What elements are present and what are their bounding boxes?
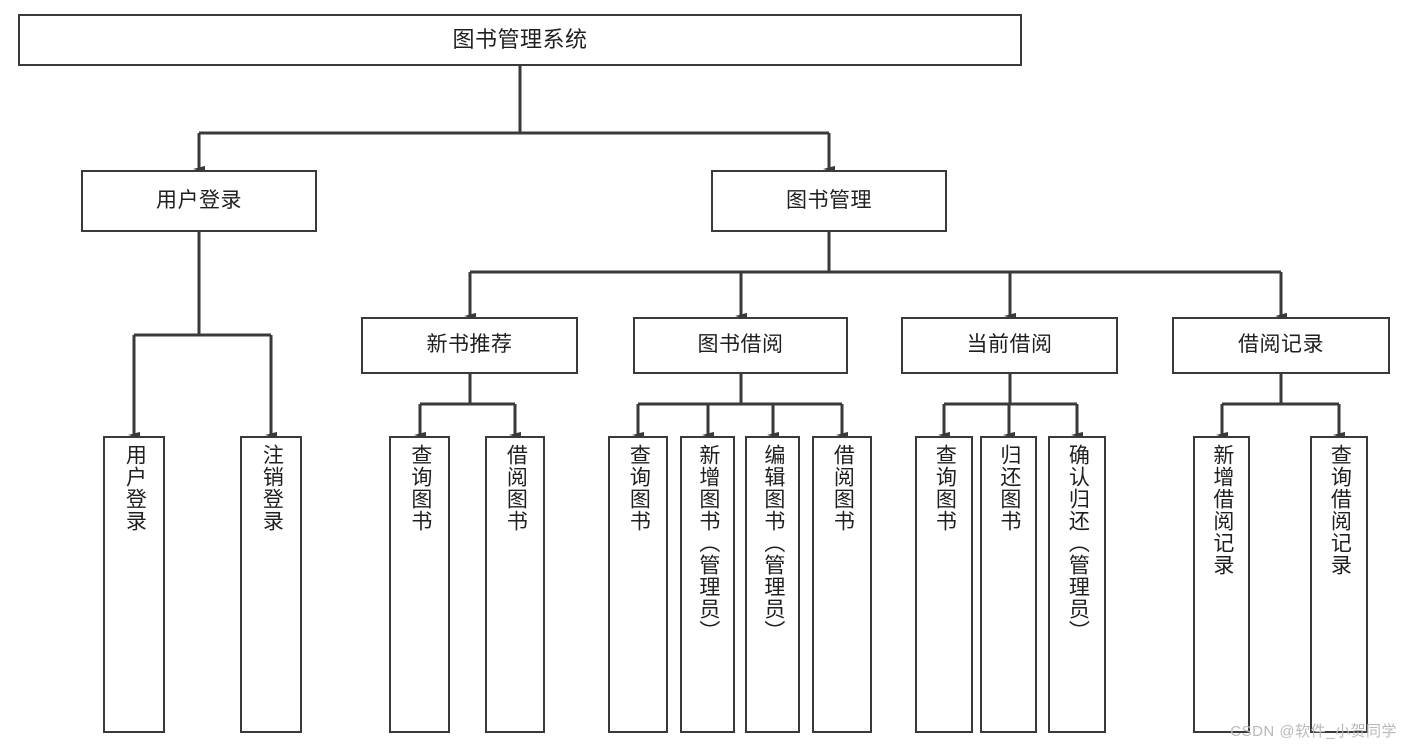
node-label: 图书管理系统 bbox=[452, 27, 588, 53]
node-leaf-query3[interactable]: 查询图书 bbox=[915, 436, 973, 733]
node-label: 查询图书 bbox=[627, 444, 651, 532]
node-label: 注销登录 bbox=[260, 444, 284, 532]
node-leaf-add[interactable]: 新增图书（管理员） bbox=[680, 436, 735, 733]
node-leaf-query2[interactable]: 查询图书 bbox=[608, 436, 668, 733]
node-label: 确认归还（管理员） bbox=[1066, 444, 1090, 642]
node-label: 借阅图书 bbox=[504, 444, 528, 532]
node-leaf-addrec[interactable]: 新增借阅记录 bbox=[1193, 436, 1250, 733]
node-label: 图书管理 bbox=[786, 188, 872, 212]
node-leaf-query1[interactable]: 查询图书 bbox=[389, 436, 450, 733]
node-leaf-edit[interactable]: 编辑图书（管理员） bbox=[745, 436, 800, 733]
node-leaf-logout[interactable]: 注销登录 bbox=[240, 436, 302, 733]
node-leaf-return[interactable]: 归还图书 bbox=[980, 436, 1037, 733]
node-current[interactable]: 当前借阅 bbox=[901, 317, 1118, 374]
node-newbook[interactable]: 新书推荐 bbox=[361, 317, 578, 374]
node-label: 新增借阅记录 bbox=[1210, 444, 1234, 576]
node-label: 借阅记录 bbox=[1238, 333, 1324, 357]
node-login[interactable]: 用户登录 bbox=[81, 170, 317, 232]
node-label: 当前借阅 bbox=[966, 333, 1053, 357]
node-label: 归还图书 bbox=[997, 444, 1021, 532]
node-label: 借阅图书 bbox=[831, 444, 855, 532]
node-label: 新增图书（管理员） bbox=[696, 444, 720, 642]
node-label: 用户登录 bbox=[123, 444, 147, 532]
node-label: 查询图书 bbox=[408, 444, 432, 532]
node-borrow[interactable]: 图书借阅 bbox=[633, 317, 848, 374]
node-leaf-queryrec[interactable]: 查询借阅记录 bbox=[1310, 436, 1368, 733]
node-root[interactable]: 图书管理系统 bbox=[18, 14, 1022, 66]
node-bookmgmt[interactable]: 图书管理 bbox=[711, 170, 947, 232]
node-label: 图书借阅 bbox=[697, 333, 784, 357]
node-leaf-confirm[interactable]: 确认归还（管理员） bbox=[1048, 436, 1106, 733]
node-leaf-borrow1[interactable]: 借阅图书 bbox=[485, 436, 545, 733]
watermark-text: CSDN @软件_小贺同学 bbox=[1230, 723, 1397, 740]
node-leaf-borrow2[interactable]: 借阅图书 bbox=[812, 436, 872, 733]
node-label: 查询借阅记录 bbox=[1328, 444, 1352, 576]
node-label: 编辑图书（管理员） bbox=[761, 444, 785, 642]
node-records[interactable]: 借阅记录 bbox=[1172, 317, 1390, 374]
tree-connectors bbox=[128, 66, 1345, 439]
node-label: 新书推荐 bbox=[426, 333, 513, 357]
node-label: 查询图书 bbox=[933, 444, 957, 532]
node-label: 用户登录 bbox=[156, 188, 242, 212]
node-leaf-login[interactable]: 用户登录 bbox=[103, 436, 165, 733]
